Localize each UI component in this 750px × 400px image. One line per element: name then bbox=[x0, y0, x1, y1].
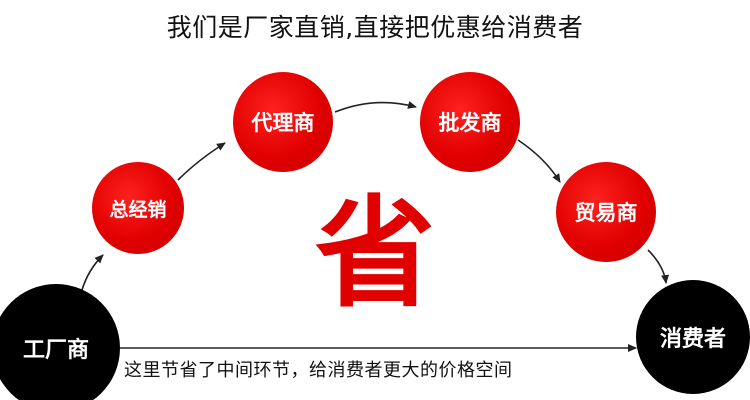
node-consumer: 消费者 bbox=[636, 280, 750, 394]
bottom-caption: 这里节省了中间环节，给消费者更大的价格空间 bbox=[124, 360, 513, 381]
node-general-distributor: 总经销 bbox=[92, 162, 184, 254]
node-label: 消费者 bbox=[659, 327, 726, 352]
arrow-trader-to-consumer bbox=[647, 249, 670, 284]
arrow-distributor-to-agent bbox=[177, 142, 226, 181]
node-label: 工厂商 bbox=[22, 338, 89, 363]
node-trader: 贸易商 bbox=[556, 162, 656, 262]
arrow-agent-to-wholesaler bbox=[334, 101, 417, 113]
node-label: 批发商 bbox=[438, 111, 502, 135]
node-agent: 代理商 bbox=[233, 72, 333, 172]
node-wholesaler: 批发商 bbox=[420, 72, 520, 172]
headline: 我们是厂家直销,直接把优惠给消费者 bbox=[166, 13, 584, 42]
arrow-factory-to-distributor bbox=[81, 254, 104, 291]
arrow-wholesaler-to-trader bbox=[517, 139, 561, 183]
node-factory: 工厂商 bbox=[0, 284, 120, 400]
node-label: 贸易商 bbox=[574, 201, 638, 225]
center-save-character: 省 bbox=[315, 185, 435, 324]
node-label: 代理商 bbox=[251, 111, 315, 135]
node-label: 总经销 bbox=[109, 198, 167, 221]
